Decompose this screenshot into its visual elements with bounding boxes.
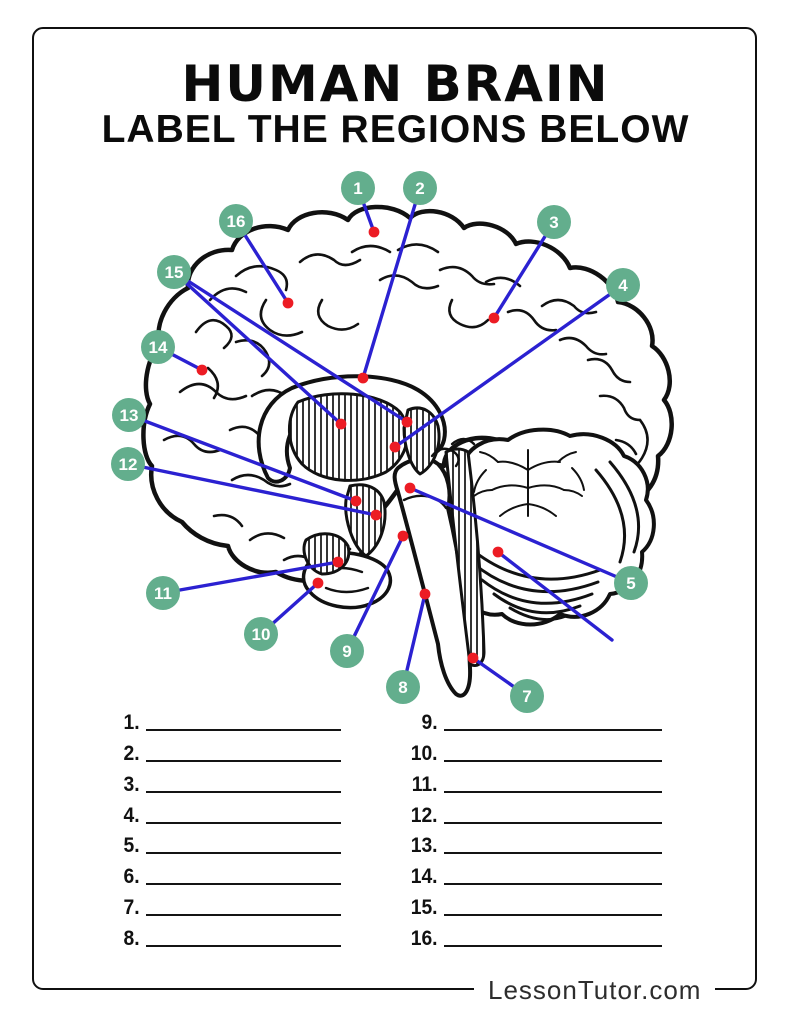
answer-row: 16.: [398, 918, 662, 949]
answer-number: 1.: [123, 710, 140, 734]
answer-number: 6.: [123, 865, 140, 889]
answer-row: 13.: [398, 826, 662, 858]
answer-number: 8.: [123, 927, 140, 951]
answer-blank-13[interactable]: [444, 832, 662, 855]
answer-number: 9.: [421, 710, 438, 734]
answer-number: 5.: [123, 834, 140, 858]
answer-row: 8.: [100, 918, 341, 949]
answer-blank-1[interactable]: [146, 709, 341, 731]
answer-blank-12[interactable]: [444, 802, 662, 824]
answer-blank-11[interactable]: [444, 771, 662, 793]
answer-blank-14[interactable]: [444, 863, 662, 886]
answer-row: 11.: [398, 764, 662, 795]
answer-row: 12.: [398, 795, 662, 826]
answer-number: 12.: [410, 803, 438, 827]
answer-row: 15.: [398, 887, 662, 918]
answer-number: 14.: [410, 865, 438, 889]
answer-blank-15[interactable]: [444, 894, 662, 917]
answer-number: 10.: [410, 741, 438, 765]
answer-number: 13.: [410, 834, 438, 858]
answer-number: 3.: [123, 772, 140, 796]
answer-row: 10.: [398, 733, 662, 764]
answer-column-right: 9. 10. 11. 12. 13. 14. 15. 16.: [398, 702, 662, 949]
page-border: [32, 27, 757, 990]
answer-number: 11.: [411, 772, 438, 796]
page-title: HUMAN BRAIN: [181, 55, 610, 113]
answer-row: 4.: [100, 795, 341, 826]
footer-brand: LessonTutor.com: [474, 972, 716, 1008]
answer-number: 15.: [410, 896, 438, 920]
answer-number: 4.: [123, 803, 140, 827]
answer-row: 9.: [398, 702, 662, 733]
answer-number: 16.: [410, 927, 438, 951]
answer-row: 7.: [100, 887, 341, 918]
answer-blank-7[interactable]: [146, 894, 341, 917]
answer-row: 2.: [100, 733, 341, 764]
page-subtitle: LABEL THE REGIONS BELOW: [101, 108, 690, 151]
answer-number: 2.: [123, 741, 140, 765]
answer-blank-10[interactable]: [444, 740, 662, 762]
answer-row: 3.: [100, 764, 341, 795]
answer-blank-2[interactable]: [146, 740, 341, 762]
answer-blank-5[interactable]: [146, 832, 341, 855]
answer-row: 5.: [100, 826, 341, 858]
answer-column-left: 1. 2. 3. 4. 5. 6. 7. 8.: [100, 702, 341, 949]
answer-blank-16[interactable]: [444, 925, 662, 948]
answer-row: 14.: [398, 856, 662, 887]
answer-blank-3[interactable]: [146, 771, 341, 793]
answer-blank-6[interactable]: [146, 863, 341, 886]
answer-number: 7.: [123, 896, 140, 920]
answer-blank-4[interactable]: [146, 802, 341, 824]
answer-blank-9[interactable]: [444, 709, 662, 731]
answer-blank-8[interactable]: [146, 925, 341, 948]
answer-row: 6.: [100, 856, 341, 887]
answer-row: 1.: [100, 702, 341, 733]
